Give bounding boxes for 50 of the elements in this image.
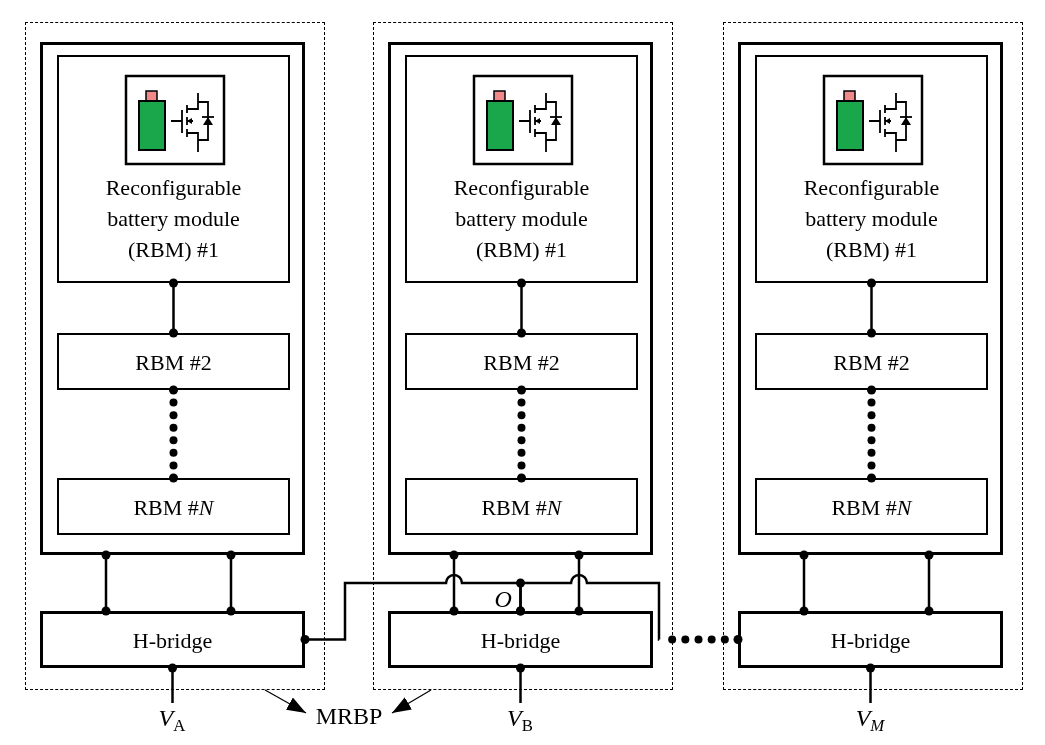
connector-line [168, 663, 177, 703]
arrow [391, 689, 432, 714]
h-bridge-box [738, 611, 1003, 668]
module-label: RBM #2 [832, 348, 911, 376]
battery-module-box [405, 478, 638, 535]
battery-module-box [755, 333, 988, 390]
connector-line [867, 278, 876, 338]
connector-line [169, 278, 178, 338]
arrow [264, 689, 307, 714]
module-label: RBM #N [480, 493, 564, 521]
module-group-frame [723, 22, 1023, 690]
voltage-label: V$_{B}$ [495, 703, 545, 735]
module-group-frame [373, 22, 673, 690]
module-label: RBM #N [132, 493, 216, 521]
connector-line [516, 663, 525, 703]
h-bridge-box [388, 611, 653, 668]
connector-line [866, 663, 875, 703]
system-label: MRBP [304, 701, 394, 731]
connector-line [101, 550, 111, 616]
battery-module-box [57, 478, 290, 535]
connector-line [517, 278, 526, 338]
h-bridge-label: H-bridge [829, 626, 912, 655]
module-label: Reconfigurable battery module (RBM) #1 [802, 173, 941, 264]
connector-line [924, 550, 934, 616]
battery-pack-box [40, 42, 305, 555]
battery-module-box [755, 55, 988, 283]
h-bridge-label: H-bridge [479, 626, 562, 655]
battery-module-box [755, 478, 988, 535]
connector-line [799, 550, 809, 616]
battery-module-box [405, 333, 638, 390]
connector-line [226, 550, 236, 616]
connector-line [574, 550, 584, 616]
battery-pack-box [738, 42, 1003, 555]
voltage-label: V$_{A}$ [147, 703, 197, 735]
connector-line [449, 550, 459, 616]
h-bridge-label: H-bridge [131, 626, 214, 655]
module-label: RBM #N [830, 493, 914, 521]
battery-module-box [57, 333, 290, 390]
voltage-label: V$_{M}$ [845, 703, 895, 735]
h-bridge-box [40, 611, 305, 668]
module-label: Reconfigurable battery module (RBM) #1 [452, 173, 591, 264]
module-label: RBM #2 [482, 348, 561, 376]
module-group-frame [25, 22, 325, 690]
battery-pack-box [388, 42, 653, 555]
battery-module-box [57, 55, 290, 283]
module-label: Reconfigurable battery module (RBM) #1 [104, 173, 243, 264]
module-label: RBM #2 [134, 348, 213, 376]
connector-line [516, 573, 743, 644]
node-label: O [494, 586, 512, 612]
battery-module-box [405, 55, 638, 283]
